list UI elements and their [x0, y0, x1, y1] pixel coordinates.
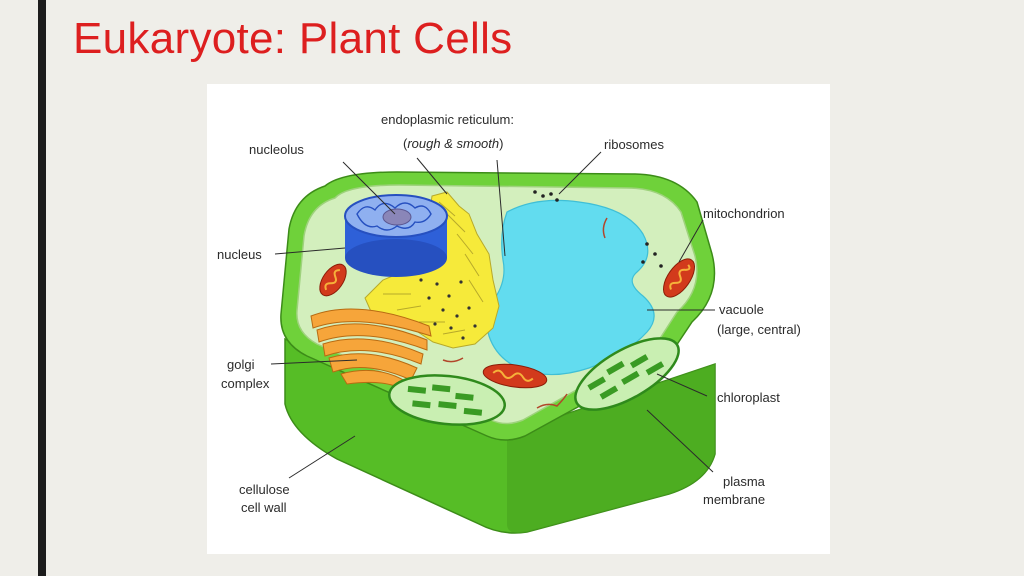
filament-b [602, 217, 608, 239]
leader-lines [270, 151, 715, 479]
mitochondria [319, 258, 696, 389]
label-golgi-sub: complex [221, 376, 270, 391]
label-cellwall: cellulose [239, 482, 290, 497]
ribosomes [533, 190, 663, 268]
label-ribosomes: ribosomes [604, 137, 664, 152]
label-nucleus: nucleus [217, 247, 262, 262]
label-mitochondrion: mitochondrion [703, 206, 785, 221]
accent-bar [38, 0, 46, 576]
slide-title: Eukaryote: Plant Cells [73, 14, 513, 63]
label-cellwall-sub: cell wall [241, 500, 287, 515]
label-plasma: plasma [723, 474, 766, 489]
nucleolus [382, 208, 412, 226]
filament-a [536, 393, 568, 409]
label-golgi: golgi [227, 357, 255, 372]
cell-wall-side-shade [507, 364, 715, 533]
label-vacuole: vacuole [719, 302, 764, 317]
plant-cell-svg: nucleolus endoplasmic reticulum: (rough … [217, 112, 801, 534]
label-er: endoplasmic reticulum: [381, 112, 514, 127]
chloroplasts [388, 337, 680, 426]
label-chloroplast: chloroplast [717, 390, 780, 405]
label-nucleolus: nucleolus [249, 142, 304, 157]
plant-cell-diagram: nucleolus endoplasmic reticulum: (rough … [207, 84, 830, 554]
label-er-detail: (rough & smooth) [403, 136, 503, 151]
label-vacuole-sub: (large, central) [717, 322, 801, 337]
nucleus [344, 194, 448, 277]
label-plasma-sub: membrane [703, 492, 765, 507]
filament-c [442, 357, 464, 363]
